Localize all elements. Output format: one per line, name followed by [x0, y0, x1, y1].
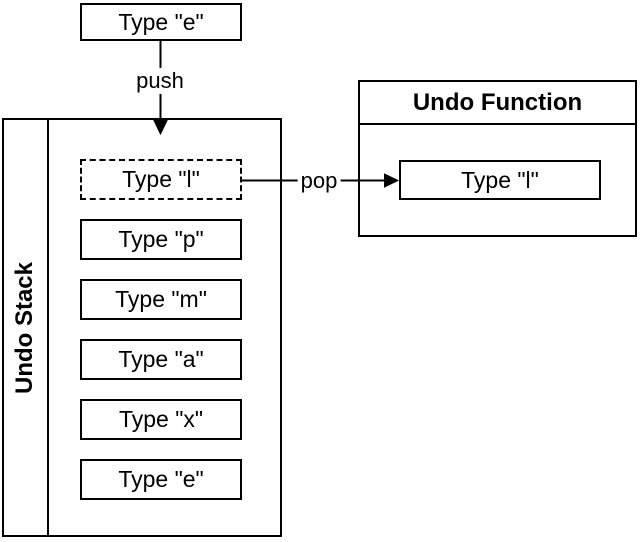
undo-function-item-box: Type "l": [399, 160, 601, 200]
stack-item-l: Type "l": [80, 159, 242, 200]
undo-function-title: Undo Function: [360, 82, 635, 125]
stack-item-label: Type "x": [118, 406, 204, 432]
stack-item-label: Type "e": [118, 466, 204, 492]
undo-function-item-label: Type "l": [461, 166, 539, 193]
input-keystroke-box: Type "e": [80, 3, 242, 41]
stack-item-label: Type "l": [122, 166, 200, 192]
stack-item-label: Type "p": [118, 226, 204, 252]
stack-item-x: Type "x": [80, 399, 242, 440]
undo-function-container: Undo Function: [358, 80, 637, 237]
pop-arrow-label: pop: [297, 167, 341, 195]
push-arrow-label: push: [133, 67, 187, 95]
undo-stack-title: Undo Stack: [11, 261, 39, 394]
stack-item-e: Type "e": [80, 459, 242, 500]
stack-item-label: Type "m": [115, 286, 207, 312]
stack-item-m: Type "m": [80, 279, 242, 320]
stack-item-p: Type "p": [80, 219, 242, 260]
input-keystroke-label: Type "e": [118, 8, 204, 35]
stack-item-label: Type "a": [118, 346, 204, 372]
undo-stack-label-column: Undo Stack: [4, 120, 49, 535]
stack-item-a: Type "a": [80, 339, 242, 380]
